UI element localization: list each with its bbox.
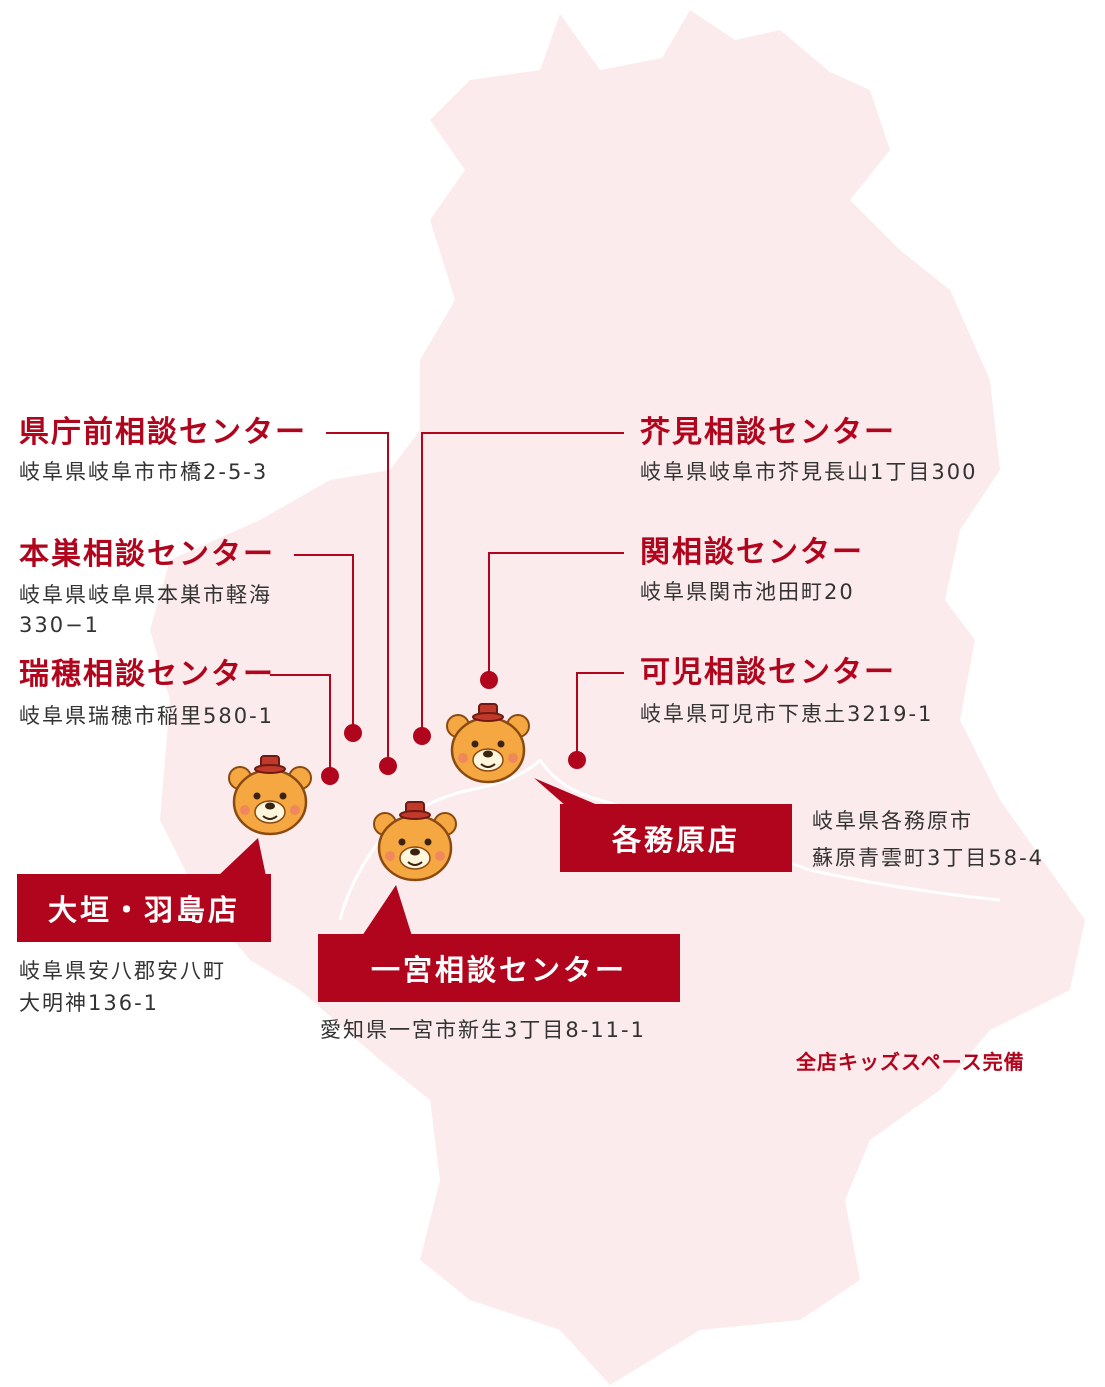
center-address-mizuho: 岐阜県瑞穂市稲里580-1 (19, 704, 275, 728)
center-name-kani[interactable]: 可児相談センター (640, 655, 896, 690)
kids-space-note: 全店キッズスペース完備 (796, 1050, 1025, 1074)
bear-mascot-icon (227, 754, 313, 836)
center-address-kani: 岐阜県可児市下恵土3219-1 (640, 702, 934, 726)
store-address-kakamigahara-line2: 蘇原青雲町3丁目58-4 (812, 846, 1045, 870)
leader-line-kagami (421, 432, 624, 736)
center-name-kenchomae[interactable]: 県庁前相談センター (19, 415, 307, 450)
location-dot-icon[interactable] (413, 727, 431, 745)
center-address-motosu-line2: 330−1 (19, 613, 101, 637)
center-address-motosu-line1: 岐阜県岐阜県本巣市軽海 (19, 583, 272, 607)
bear-mascot-icon (445, 702, 531, 784)
center-address-kenchomae: 岐阜県岐阜市市橋2-5-3 (19, 460, 269, 484)
location-dot-icon[interactable] (344, 724, 362, 742)
location-dot-icon[interactable] (321, 767, 339, 785)
center-address-kagami: 岐阜県岐阜市芥見長山1丁目300 (640, 460, 978, 484)
leader-line-kani (576, 672, 624, 760)
leader-line-motosu (294, 554, 354, 733)
store-address-ogaki-line2: 大明神136-1 (19, 991, 160, 1015)
center-name-motosu[interactable]: 本巣相談センター (19, 537, 275, 572)
center-address-seki: 岐阜県関市池田町20 (640, 580, 855, 604)
location-dot-icon[interactable] (379, 757, 397, 775)
store-address-ichinomiya: 愛知県一宮市新生3丁目8-11-1 (320, 1018, 646, 1042)
store-address-kakamigahara-line1: 岐阜県各務原市 (812, 809, 973, 833)
callout-tail-ogaki (218, 838, 266, 876)
center-name-mizuho[interactable]: 瑞穂相談センター (19, 657, 275, 692)
callout-tail-kakamigahara (534, 778, 600, 806)
store-label-kakamigahara[interactable]: 各務原店 (560, 804, 792, 872)
leader-line-kenchomae (326, 432, 389, 766)
callout-tail-ichinomiya (362, 885, 412, 936)
location-dot-icon[interactable] (568, 751, 586, 769)
map-region-shape (150, 10, 1085, 1385)
location-dot-icon[interactable] (480, 671, 498, 689)
bear-mascot-icon (372, 800, 458, 882)
leader-line-seki (488, 552, 624, 680)
center-name-kagami[interactable]: 芥見相談センター (640, 415, 896, 450)
leader-line-mizuho (270, 674, 331, 776)
center-name-seki[interactable]: 関相談センター (640, 535, 864, 570)
store-label-ichinomiya[interactable]: 一宮相談センター (318, 934, 680, 1002)
store-address-ogaki-line1: 岐阜県安八郡安八町 (19, 959, 226, 983)
store-label-ogaki[interactable]: 大垣・羽島店 (17, 874, 271, 942)
